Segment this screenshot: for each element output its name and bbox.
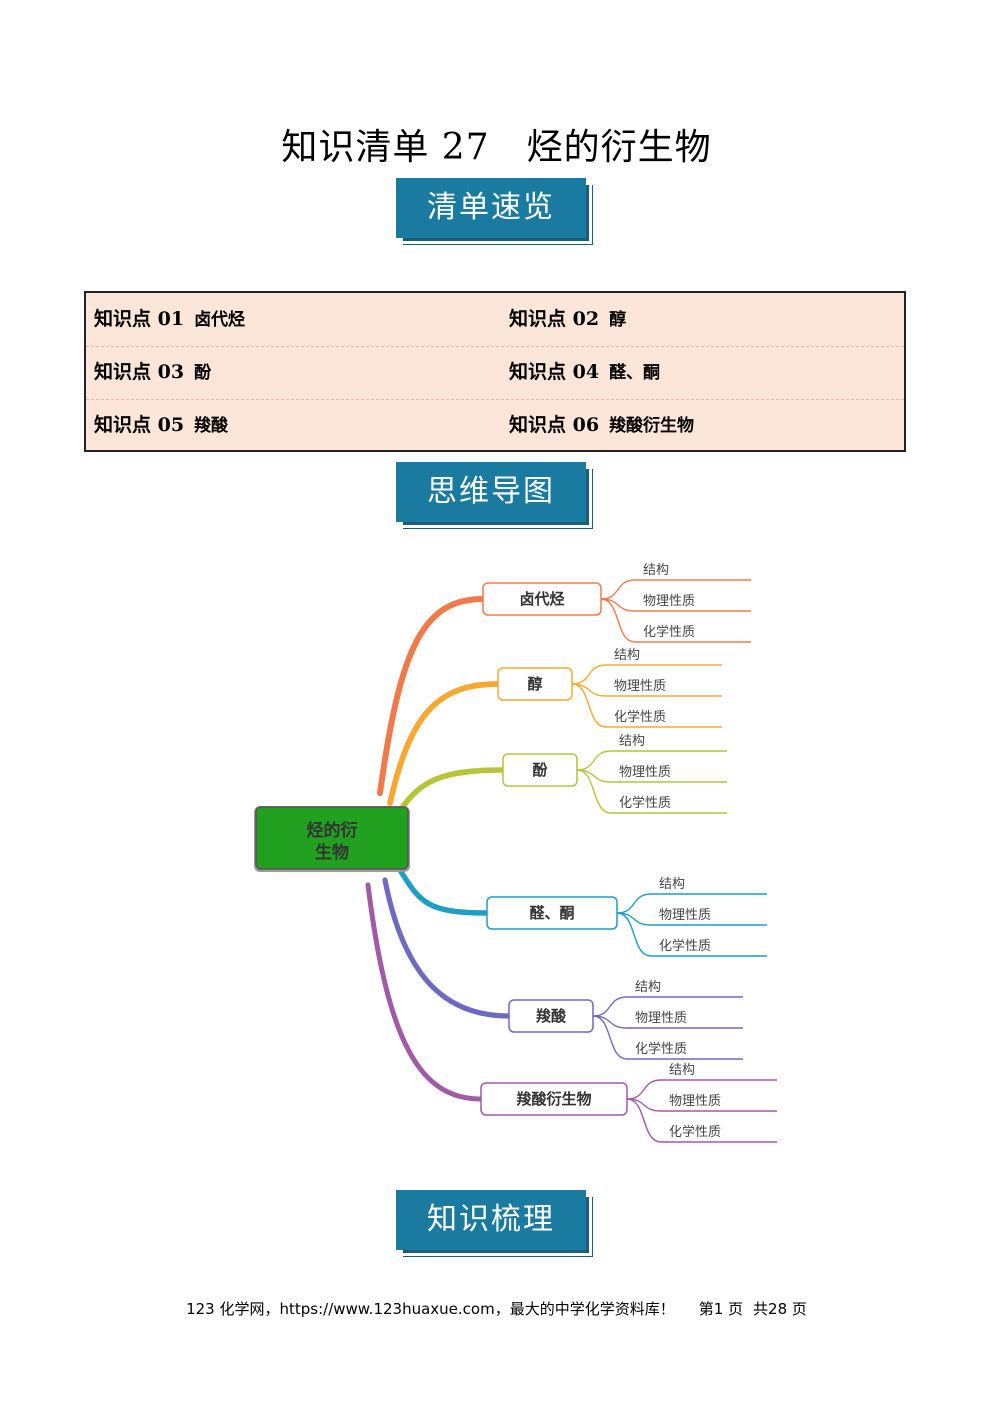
mindmap-branch-line bbox=[377, 596, 486, 796]
mindmap-child-label: 物理性质 bbox=[669, 1094, 721, 1109]
mindmap-child-line bbox=[616, 912, 767, 926]
mindmap-child-label: 化学性质 bbox=[614, 709, 666, 725]
mindmap-child-label: 物理性质 bbox=[643, 594, 695, 609]
toc-row: 知识点 05 羧酸 知识点 06 羧酸衍生物 bbox=[86, 399, 904, 452]
mindmap-child-line bbox=[616, 893, 767, 914]
mindmap-branch-label: 醇 bbox=[527, 675, 542, 693]
mindmap-child-label: 结构 bbox=[659, 877, 685, 892]
toc-name: 卤代烃 bbox=[194, 310, 246, 330]
mindmap-child-line bbox=[600, 579, 751, 600]
mindmap-child-line bbox=[576, 769, 727, 783]
mindmap-child-line bbox=[576, 769, 727, 814]
mindmap-branch-label: 羧酸 bbox=[536, 1007, 567, 1025]
mindmap-child-line bbox=[626, 1098, 777, 1143]
mindmap-branch-label: 卤代烃 bbox=[519, 590, 564, 608]
toc-row: 知识点 03 酚 知识点 04 醛、酮 bbox=[86, 346, 904, 400]
section-banner-knowledge: 知识梳理 bbox=[396, 1190, 592, 1256]
toc-key: 知识点 05 bbox=[94, 414, 185, 436]
mindmap-child-line bbox=[592, 1015, 743, 1060]
mindmap-branch-label: 酚 bbox=[532, 761, 548, 779]
toc-name: 酚 bbox=[194, 363, 212, 383]
mindmap-child-line bbox=[600, 598, 751, 643]
mindmap-root-node bbox=[255, 806, 409, 870]
mindmap-child-label: 物理性质 bbox=[659, 908, 711, 923]
toc-name: 醛、酮 bbox=[609, 363, 661, 383]
mindmap-child-label: 结构 bbox=[614, 648, 640, 663]
toc-item-05[interactable]: 知识点 05 羧酸 bbox=[94, 399, 228, 452]
mindmap-child-label: 物理性质 bbox=[635, 1011, 687, 1026]
mindmap-child-line bbox=[626, 1079, 777, 1100]
mindmap-branch-label: 羧酸衍生物 bbox=[516, 1090, 591, 1108]
mindmap-child-line bbox=[626, 1098, 777, 1112]
footer-page-number: 第1 页 bbox=[698, 1300, 744, 1318]
toc-name: 羧酸衍生物 bbox=[609, 416, 695, 436]
footer-page-total: 共28 页 bbox=[753, 1300, 807, 1318]
page-title: 知识清单 27 烃的衍生物 bbox=[281, 127, 712, 168]
mindmap-child-line bbox=[592, 1015, 743, 1029]
toc-item-02[interactable]: 知识点 02 醇 bbox=[509, 293, 626, 346]
toc-item-04[interactable]: 知识点 04 醛、酮 bbox=[509, 346, 660, 399]
footer-site: 123 化学网，https://www.123huaxue.com，最大的中学化… bbox=[186, 1300, 675, 1318]
toc-key: 知识点 01 bbox=[94, 308, 185, 330]
mindmap-child-line bbox=[616, 912, 767, 957]
toc-key: 知识点 04 bbox=[509, 361, 600, 383]
mindmap-branch-line bbox=[365, 882, 484, 1102]
section-banner-overview: 清单速览 bbox=[396, 178, 592, 244]
mindmap-child-line bbox=[571, 683, 722, 697]
mindmap-branch-line bbox=[382, 877, 512, 1019]
toc-key: 知识点 06 bbox=[509, 414, 600, 436]
mindmap-child-line bbox=[576, 750, 727, 771]
knowledge-point-table: 知识点 01 卤代烃 知识点 02 醇 知识点 03 酚 知识点 04 醛、酮 知识点 … bbox=[84, 291, 906, 452]
mindmap-child-label: 结构 bbox=[635, 980, 661, 995]
toc-item-03[interactable]: 知识点 03 酚 bbox=[94, 346, 211, 399]
mindmap-child-label: 结构 bbox=[643, 563, 669, 578]
mindmap-child-label: 化学性质 bbox=[635, 1041, 687, 1057]
mindmap-child-line bbox=[592, 996, 743, 1017]
mindmap-child-line bbox=[571, 664, 722, 685]
mindmap-child-label: 化学性质 bbox=[669, 1124, 721, 1140]
page-footer: 123 化学网，https://www.123huaxue.com，最大的中学化… bbox=[0, 1298, 993, 1319]
toc-item-01[interactable]: 知识点 01 卤代烃 bbox=[94, 293, 245, 346]
mind-map: 卤代烃结构物理性质化学性质醇结构物理性质化学性质酚结构物理性质化学性质醛、酮结构… bbox=[254, 563, 777, 1143]
mindmap-branch-line bbox=[397, 867, 490, 916]
toc-key: 知识点 02 bbox=[509, 308, 600, 330]
mindmap-child-label: 物理性质 bbox=[614, 679, 666, 694]
toc-item-06[interactable]: 知识点 06 羧酸衍生物 bbox=[509, 399, 694, 452]
mindmap-child-label: 结构 bbox=[669, 1063, 695, 1078]
mindmap-child-label: 结构 bbox=[619, 734, 645, 749]
mindmap-child-line bbox=[571, 683, 722, 728]
toc-name: 羧酸 bbox=[194, 416, 229, 436]
mindmap-branch-line bbox=[397, 767, 506, 814]
mindmap-child-label: 化学性质 bbox=[659, 938, 711, 954]
mindmap-child-label: 化学性质 bbox=[619, 795, 671, 811]
mindmap-branch-label: 醛、酮 bbox=[529, 904, 574, 922]
mindmap-child-line bbox=[600, 598, 751, 612]
mindmap-branch-line bbox=[387, 681, 501, 806]
toc-name: 醇 bbox=[609, 310, 627, 330]
mindmap-root-label: 烃的衍 bbox=[307, 820, 358, 841]
mindmap-child-label: 化学性质 bbox=[643, 624, 695, 640]
toc-row: 知识点 01 卤代烃 知识点 02 醇 bbox=[86, 293, 904, 347]
toc-key: 知识点 03 bbox=[94, 361, 185, 383]
mindmap-child-label: 物理性质 bbox=[619, 765, 671, 780]
mindmap-root-label: 生物 bbox=[315, 842, 349, 863]
section-banner-mindmap: 思维导图 bbox=[396, 462, 592, 528]
